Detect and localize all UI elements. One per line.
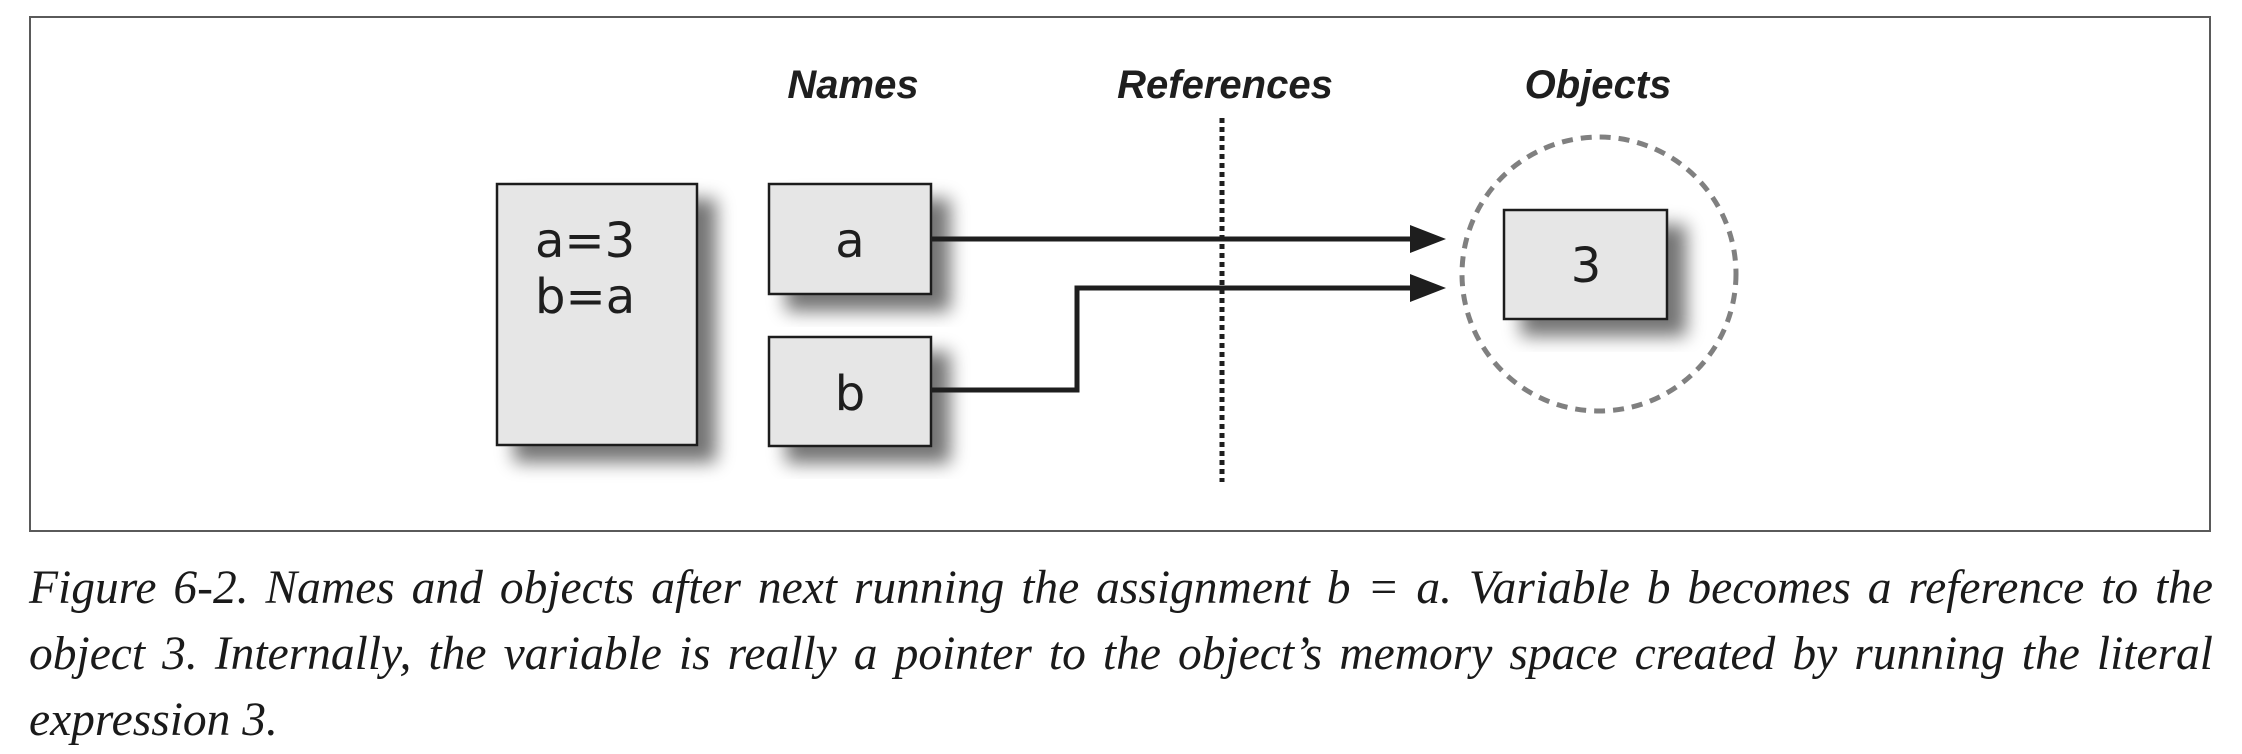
diagram: Names References Objects a=3 b=a a b 3	[495, 63, 1739, 482]
figure-frame	[29, 16, 2211, 532]
name-box-a: a	[767, 182, 933, 296]
name-box-b: b	[767, 335, 933, 448]
reference-arrow-a	[931, 225, 1446, 253]
figure-caption: Figure 6-2. Names and objects after next…	[29, 562, 2213, 746]
reference-arrow-b	[931, 274, 1446, 393]
header-objects: Objects	[1525, 63, 1672, 107]
object-value: 3	[1571, 238, 1602, 294]
name-b-label: b	[835, 366, 865, 422]
header-references: References	[1117, 63, 1333, 107]
header-names: Names	[787, 63, 918, 107]
objects-circle	[1459, 134, 1739, 414]
code-line-2: b=a	[535, 269, 635, 325]
name-a-label: a	[835, 213, 864, 269]
code-line-1: a=3	[535, 213, 635, 269]
object-box-3: 3	[1502, 208, 1669, 321]
code-box: a=3 b=a	[495, 182, 699, 447]
